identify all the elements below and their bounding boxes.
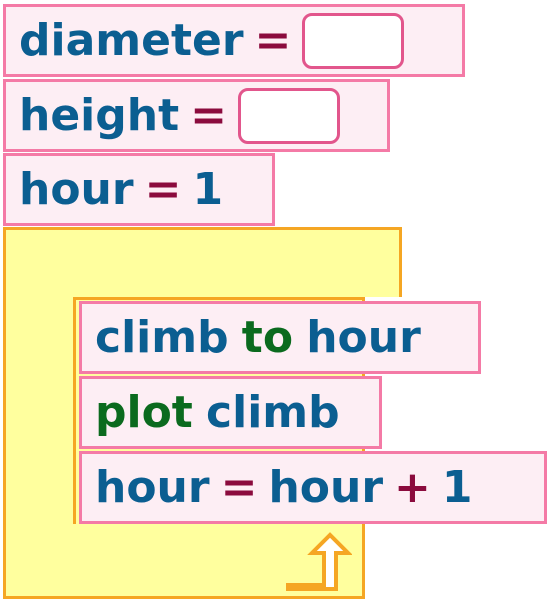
plot-keyword: plot	[95, 387, 193, 438]
hour-increment-block[interactable]: hour = hour + 1	[79, 451, 547, 524]
variable-climb: climb	[95, 312, 229, 363]
diameter-value-input[interactable]	[302, 12, 405, 69]
increment-value: 1	[441, 462, 473, 513]
variable-height: height	[19, 90, 180, 141]
plot-climb-block[interactable]: plot climb	[79, 376, 382, 449]
variable-diameter: diameter	[19, 15, 244, 66]
variable-hour: hour	[95, 462, 210, 513]
plus-operator: +	[394, 462, 431, 513]
repeat-inner-fill	[6, 230, 399, 297]
equals-operator: =	[220, 462, 258, 513]
variable-climb: climb	[206, 387, 340, 438]
assign-block-height[interactable]: height =	[3, 79, 390, 152]
equals-operator: =	[144, 164, 182, 215]
loop-back-arrow-icon	[286, 532, 352, 591]
assign-block-diameter[interactable]: diameter =	[3, 4, 465, 77]
hour-initial-value: 1	[192, 164, 224, 215]
variable-hour: hour	[306, 312, 421, 363]
equals-operator: =	[254, 15, 292, 66]
variable-hour: hour	[268, 462, 384, 513]
to-keyword: to	[241, 312, 294, 363]
climb-to-hour-block[interactable]: climb to hour	[79, 301, 481, 374]
variable-hour: hour	[19, 164, 134, 215]
equals-operator: =	[190, 90, 227, 141]
height-value-input[interactable]	[237, 87, 340, 144]
assign-block-hour[interactable]: hour = 1	[3, 153, 275, 226]
